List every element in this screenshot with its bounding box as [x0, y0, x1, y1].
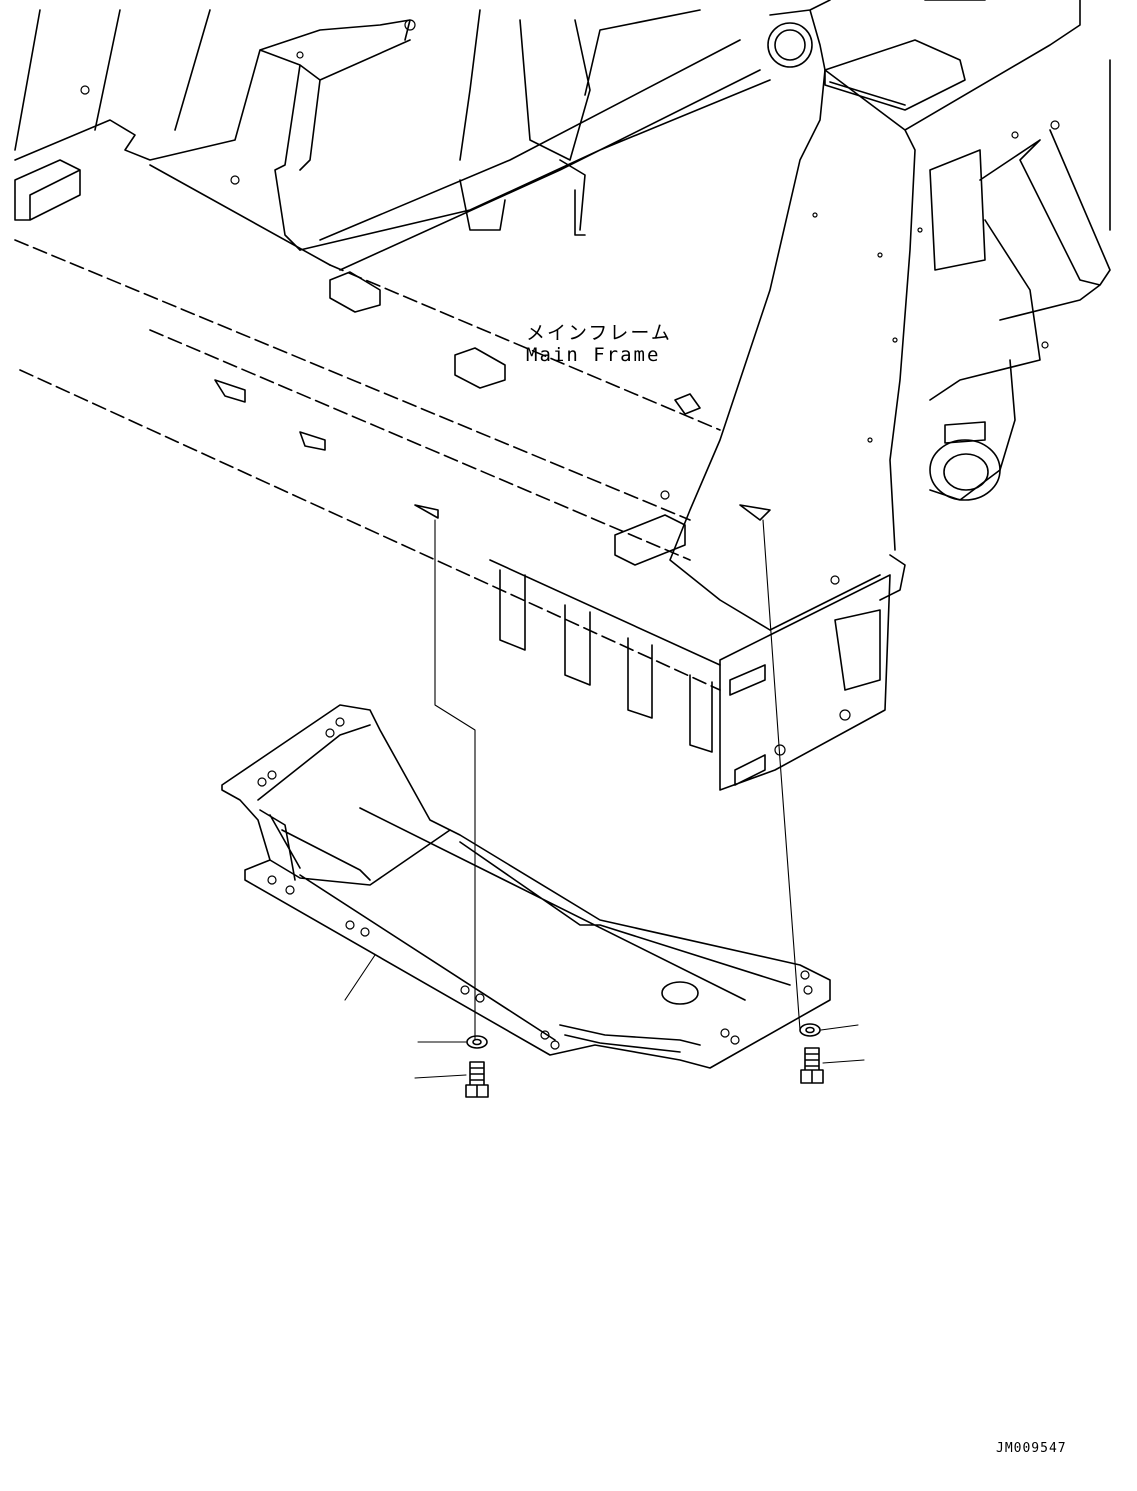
assembly-line: [434, 519, 801, 1041]
bolt-left: [414, 1061, 489, 1098]
drawing-code: JM009547: [996, 1441, 1067, 1456]
guard-side-flange: [259, 809, 371, 881]
frame-top-hole: [767, 22, 813, 68]
main-frame: [14, 0, 1111, 791]
frame-pivot-clip: [944, 421, 986, 444]
main-frame-label-jp: メインフレーム: [526, 322, 672, 344]
guard-outline: [221, 704, 831, 1069]
frame-hole: [80, 19, 1060, 756]
frame-bracket: [214, 271, 771, 566]
frame-column: [669, 0, 1081, 631]
frame-top-hole-inner: [774, 29, 806, 61]
frame-pivot-boss-inner: [943, 453, 989, 491]
frame-pivot-boss: [929, 439, 1001, 501]
washer-left: [417, 1035, 488, 1049]
frame-strut: [14, 9, 701, 236]
under-cover-guard: [221, 704, 831, 1069]
frame-lower-face: [489, 559, 721, 753]
frame-right-arm: [929, 59, 1111, 501]
frame-top-left: [14, 19, 411, 251]
washer-right-leader: [820, 1024, 859, 1031]
frame-hidden-edge: [14, 239, 721, 691]
frame-end-face: [719, 574, 891, 791]
main-frame-label-en: Main Frame: [526, 344, 661, 366]
washer-right: [799, 1023, 859, 1037]
frame-upper-beam: [149, 39, 771, 271]
guard-leader-line: [344, 954, 376, 1001]
bolt-left-leader: [414, 1074, 467, 1079]
bolt-right: [800, 1047, 865, 1084]
guard-center-hole: [661, 981, 699, 1005]
bolt-right-leader: [822, 1059, 865, 1064]
guard-bolt-hole: [257, 717, 813, 1050]
frame-top-plate: [824, 39, 966, 111]
guard-inner-edge: [257, 724, 791, 1053]
